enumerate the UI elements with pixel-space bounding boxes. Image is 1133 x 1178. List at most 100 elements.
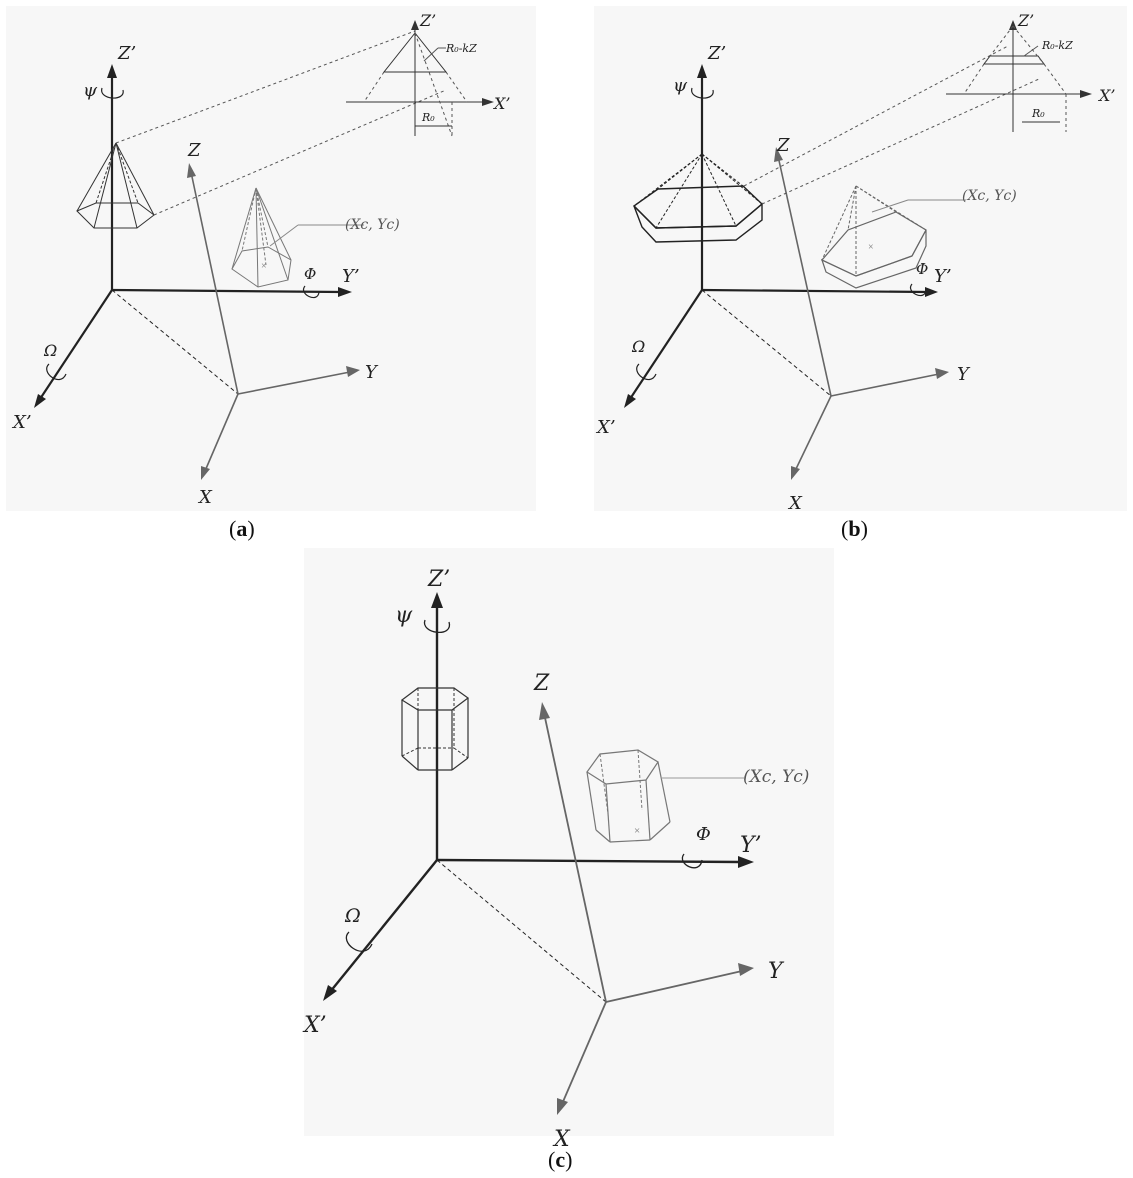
psi-label: ψ bbox=[395, 603, 413, 628]
inset-radius-label: R₀-kZ bbox=[445, 42, 477, 55]
z-prime-label: Z’ bbox=[427, 567, 450, 592]
prism-shape bbox=[400, 687, 470, 771]
omega-label: Ω bbox=[631, 337, 645, 356]
y-label: Y bbox=[957, 364, 971, 385]
phi-label: Φ bbox=[304, 265, 316, 283]
caption-c: (c) bbox=[548, 1147, 573, 1172]
y-label: Y bbox=[768, 959, 785, 984]
panel-c: × Z’ Y’ X’ Z Y X ψ Ω Φ (Xc, Yc) bbox=[302, 548, 834, 1152]
x-prime-label: X’ bbox=[11, 412, 32, 433]
projection-dashed bbox=[111, 289, 239, 395]
z-arrowhead bbox=[539, 702, 550, 720]
phi-label: Φ bbox=[696, 824, 711, 845]
y-label: Y bbox=[365, 362, 379, 383]
rotated-prism: × bbox=[586, 749, 671, 843]
inset-z-label: Z’ bbox=[419, 11, 436, 30]
z-axis bbox=[543, 712, 607, 1003]
y-axis bbox=[237, 371, 351, 395]
pyramid-shape bbox=[76, 142, 155, 229]
omega-label: Ω bbox=[43, 341, 57, 360]
x-prime-axis bbox=[39, 289, 113, 400]
y-prime-axis bbox=[111, 288, 342, 294]
y-prime-axis bbox=[701, 288, 929, 294]
centroid-leader bbox=[871, 199, 909, 213]
svg-text:×: × bbox=[868, 242, 874, 253]
diagram-c: × Z’ Y’ X’ Z Y X ψ Ω Φ (Xc, Yc) bbox=[302, 567, 809, 1152]
x-arrowhead bbox=[791, 466, 800, 480]
inset-r0-label: R₀ bbox=[1031, 107, 1045, 120]
x-axis bbox=[794, 395, 832, 472]
y-prime-arrowhead bbox=[338, 287, 352, 297]
y-arrowhead bbox=[738, 963, 754, 976]
phi-rotation-arrow bbox=[681, 853, 703, 869]
phi-rotation-arrow bbox=[909, 283, 927, 297]
z-prime-arrowhead bbox=[431, 592, 443, 608]
panel-b: × Z’ Y’ X’ Z Y X ψ Ω Φ (Xc, Yc) Z’ X’ R₀… bbox=[594, 6, 1127, 514]
z-prime-label: Z’ bbox=[707, 43, 726, 64]
y-axis bbox=[605, 970, 743, 1003]
rotated-pyramid: × bbox=[231, 187, 292, 288]
x-prime-arrowhead bbox=[323, 985, 337, 1001]
z-label: Z bbox=[776, 135, 790, 156]
x-label: X bbox=[552, 1127, 571, 1152]
inset-radius-label: R₀-kZ bbox=[1041, 39, 1073, 52]
y-prime-axis bbox=[436, 858, 741, 864]
panel-a: × Z’ Y’ X’ Z Y X ψ Ω Φ (Xc, Yc) Z’ X’ bbox=[6, 6, 536, 511]
centroid-label: (Xc, Yc) bbox=[345, 217, 400, 233]
y-arrowhead bbox=[935, 368, 949, 379]
centroid-label: (Xc, Yc) bbox=[962, 188, 1017, 204]
omega-rotation-arrow bbox=[46, 363, 67, 381]
x-prime-arrowhead bbox=[34, 394, 46, 408]
x-axis bbox=[561, 1001, 607, 1105]
y-axis bbox=[830, 373, 940, 397]
x-label: X bbox=[787, 493, 803, 514]
diagram-a: × Z’ Y’ X’ Z Y X ψ Ω Φ (Xc, Yc) Z’ X’ bbox=[11, 11, 510, 508]
inset-x-label: X’ bbox=[1097, 86, 1115, 105]
phi-rotation-arrow bbox=[302, 285, 320, 299]
caption-b: (b) bbox=[841, 516, 868, 541]
rotated-frustum: × bbox=[820, 185, 927, 289]
y-prime-arrowhead bbox=[925, 287, 938, 297]
x-axis bbox=[204, 393, 239, 472]
y-arrowhead bbox=[346, 366, 360, 377]
z-axis bbox=[190, 171, 239, 395]
z-label: Z bbox=[533, 671, 550, 696]
x-label: X bbox=[197, 487, 213, 508]
svg-text:×: × bbox=[261, 261, 267, 272]
x-arrowhead bbox=[557, 1098, 568, 1115]
inset-diagram bbox=[346, 20, 494, 137]
y-prime-label: Y’ bbox=[934, 266, 952, 287]
psi-rotation-arrow bbox=[424, 619, 450, 634]
diagram-b: × Z’ Y’ X’ Z Y X ψ Ω Φ (Xc, Yc) Z’ X’ R₀… bbox=[595, 11, 1115, 514]
centroid-leader bbox=[269, 224, 299, 247]
x-prime-arrowhead bbox=[624, 394, 636, 408]
phi-label: Φ bbox=[916, 260, 928, 278]
projection-dashed bbox=[436, 859, 607, 1003]
z-prime-label: Z’ bbox=[117, 43, 136, 64]
centroid-label: (Xc, Yc) bbox=[743, 767, 809, 787]
omega-rotation-arrow bbox=[636, 363, 657, 381]
z-prime-arrowhead bbox=[697, 64, 707, 78]
y-prime-label: Y’ bbox=[342, 266, 360, 287]
x-arrowhead bbox=[201, 466, 210, 480]
svg-text:×: × bbox=[634, 825, 640, 837]
frustum-shape bbox=[632, 153, 764, 243]
inset-diagram bbox=[946, 20, 1092, 132]
omega-label: Ω bbox=[344, 905, 361, 927]
z-label: Z bbox=[187, 140, 201, 161]
z-arrowhead bbox=[774, 147, 783, 162]
x-prime-axis bbox=[329, 859, 438, 993]
psi-label: ψ bbox=[83, 80, 98, 101]
x-prime-axis bbox=[629, 289, 703, 400]
x-prime-label: X’ bbox=[302, 1013, 327, 1038]
psi-rotation-arrow bbox=[101, 87, 124, 99]
y-prime-arrowhead bbox=[738, 856, 754, 868]
z-axis bbox=[777, 155, 832, 397]
z-prime-arrowhead bbox=[107, 64, 117, 78]
caption-a: (a) bbox=[229, 516, 255, 541]
omega-rotation-arrow bbox=[345, 931, 373, 952]
inset-r0-label: R₀ bbox=[421, 111, 435, 124]
inset-z-label: Z’ bbox=[1017, 11, 1034, 30]
z-arrowhead bbox=[187, 163, 196, 178]
inset-x-label: X’ bbox=[492, 94, 510, 113]
